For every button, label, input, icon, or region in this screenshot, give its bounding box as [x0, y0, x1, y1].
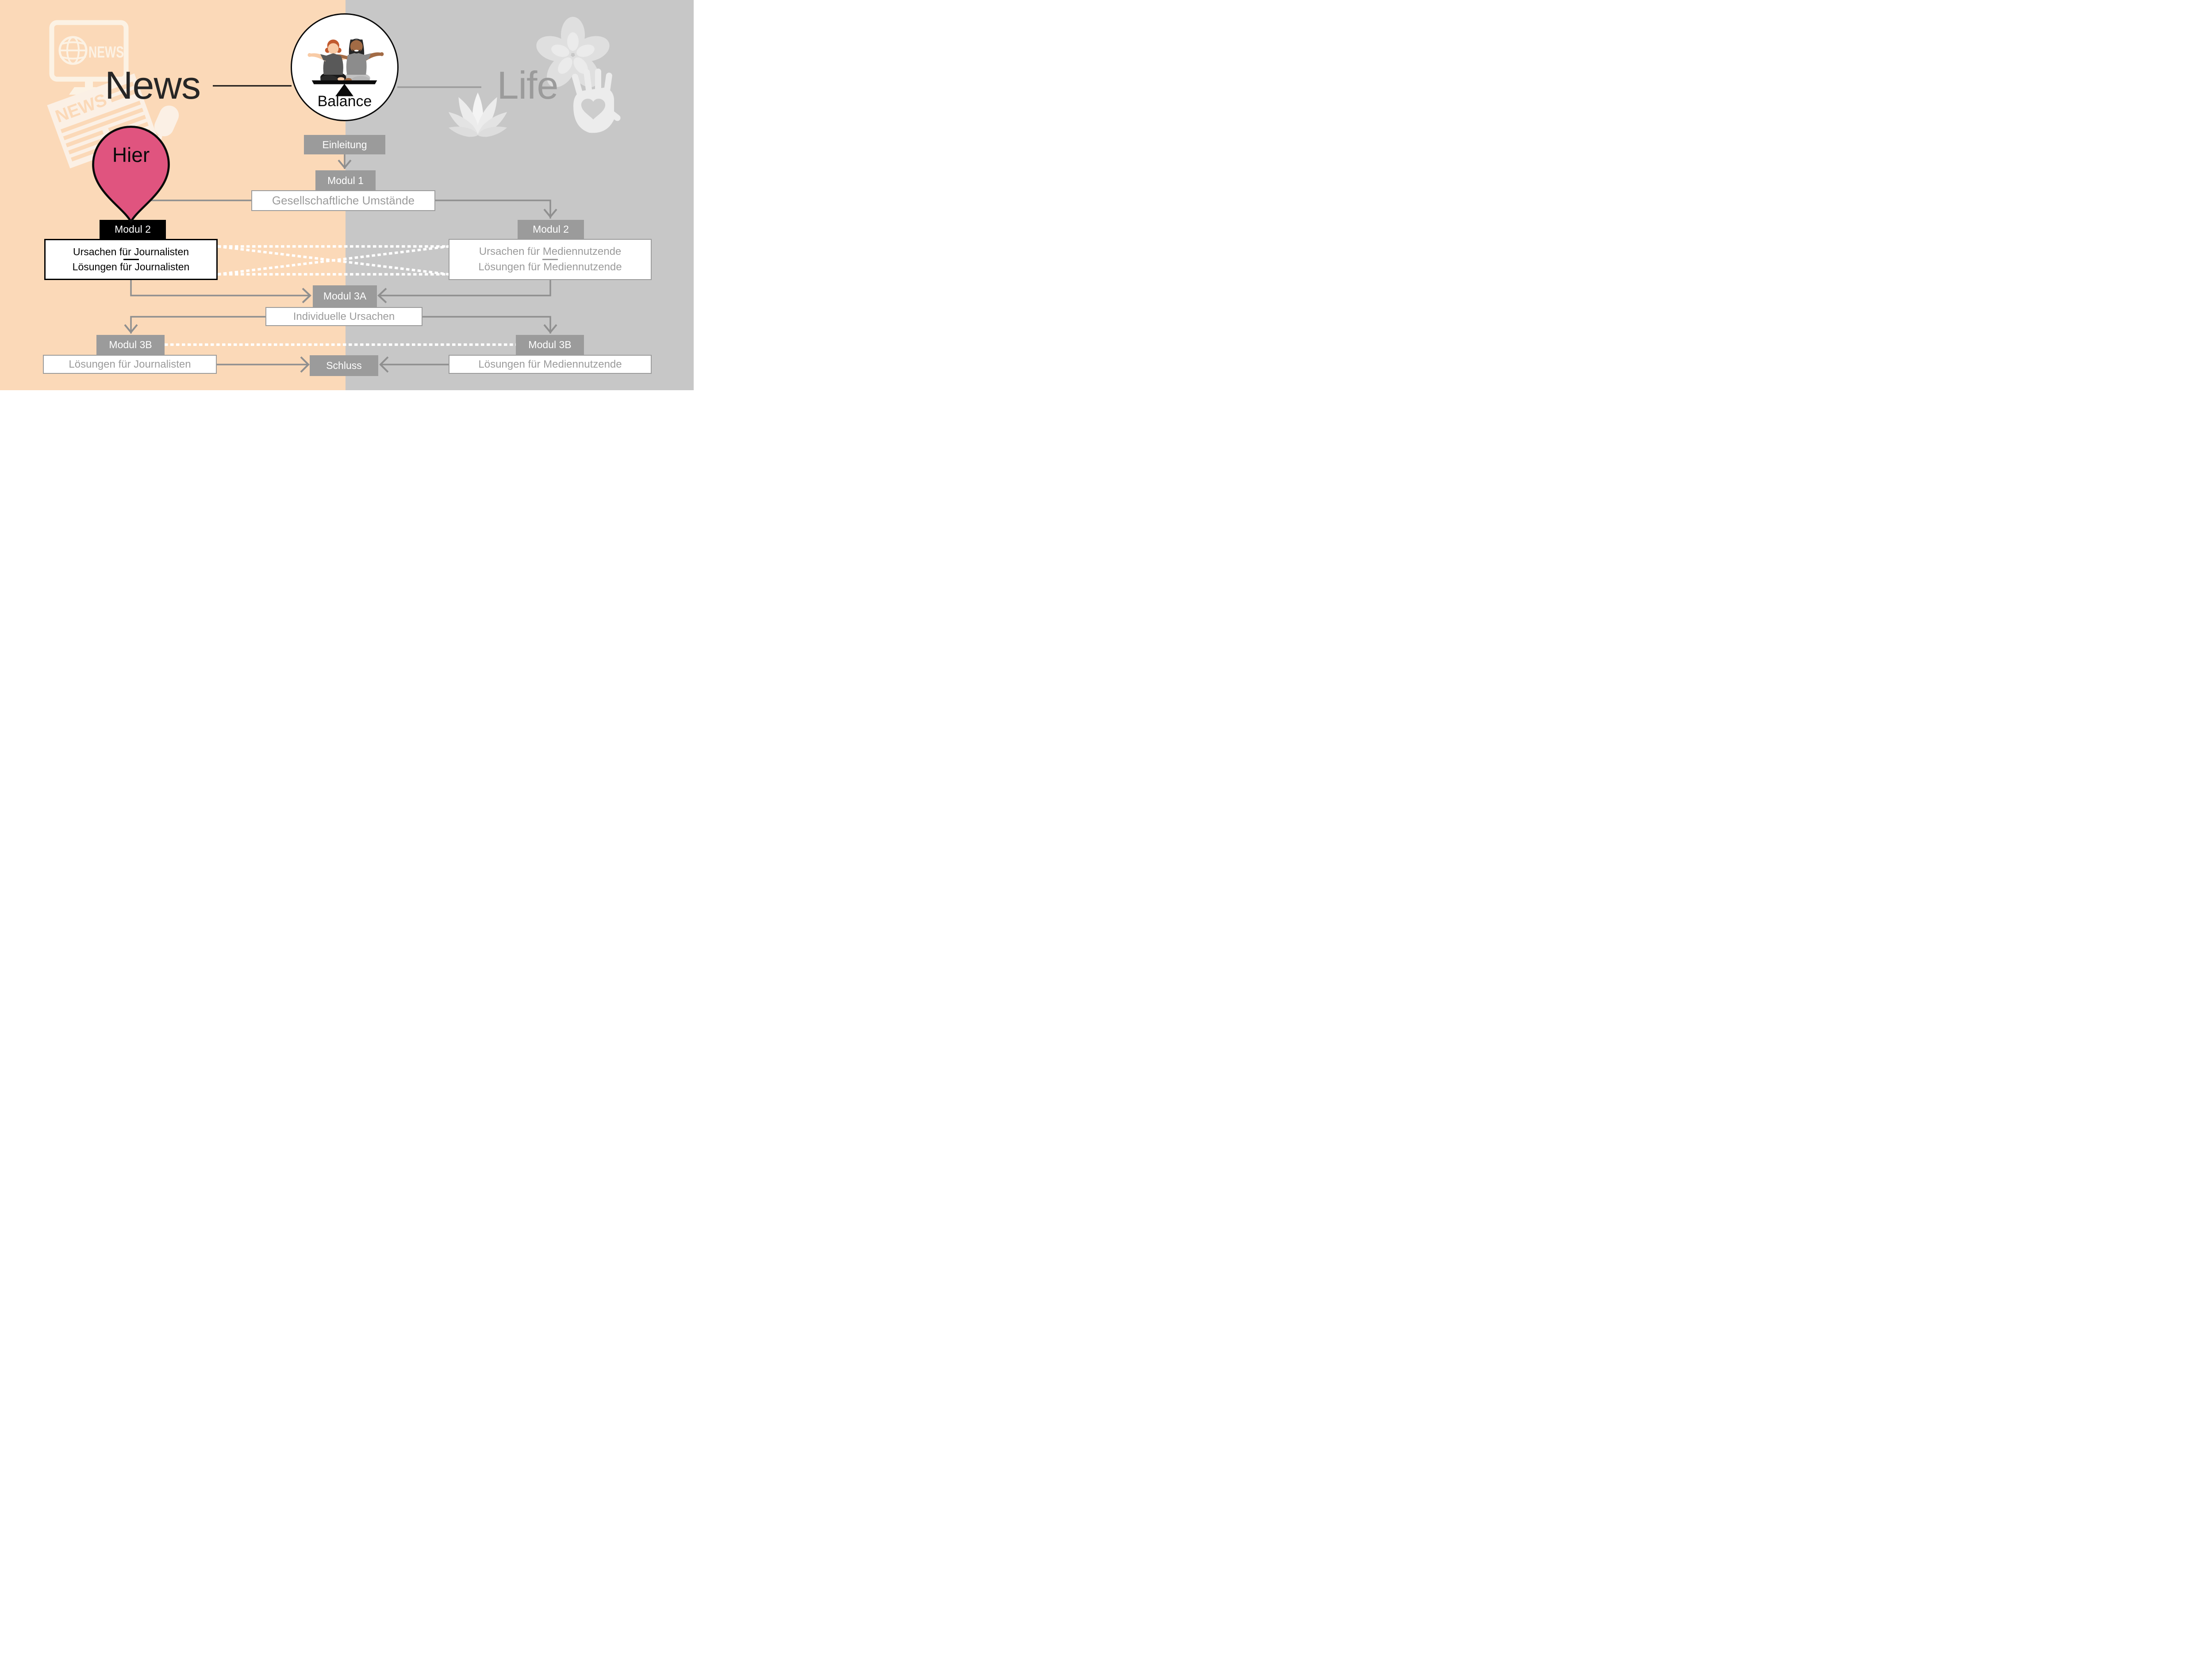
modul1-box: Modul 1 — [315, 170, 376, 191]
modul3b-life-subtitle-box: Lösungen für Mediennutzende — [449, 355, 652, 374]
life-title: Life — [497, 63, 559, 107]
einleitung-box: Einleitung — [304, 135, 385, 154]
modul3b-news-box: Modul 3B — [96, 335, 165, 355]
balance-people-icon — [307, 38, 384, 96]
modul3a-box: Modul 3A — [313, 285, 377, 307]
modul2-life-subtitle-box: Ursachen für Mediennutzende Lösungen für… — [449, 239, 652, 280]
modul3b-news-subtitle-box: Lösungen für Journalisten — [43, 355, 217, 374]
separator-dash — [123, 259, 139, 260]
modul1-subtitle-box: Gesellschaftliche Umstände — [251, 190, 435, 211]
modul2-life-line1: Ursachen für Mediennutzende — [479, 246, 622, 257]
modul3a-subtitle-box: Individuelle Ursachen — [265, 307, 422, 326]
modul3b-life-box: Modul 3B — [516, 335, 584, 355]
news-title: News — [104, 63, 201, 107]
schluss-box: Schluss — [310, 355, 378, 376]
current-position-label: Hier — [112, 143, 150, 166]
modul2-life-line2: Lösungen für Mediennutzende — [478, 261, 622, 273]
location-pin-icon: Hier — [89, 123, 173, 223]
course-map-poster: NEWS NEWS — [0, 0, 694, 390]
separator-dash — [542, 259, 558, 260]
modul2-life-box: Modul 2 — [518, 220, 584, 239]
balance-badge: Balance — [291, 13, 399, 121]
modul2-news-line2: Lösungen für Journalisten — [72, 261, 190, 273]
modul2-news-box: Modul 2 — [100, 220, 166, 239]
balance-label: Balance — [317, 93, 372, 110]
modul2-news-subtitle-box: Ursachen für Journalisten Lösungen für J… — [44, 239, 218, 280]
modul2-news-line1: Ursachen für Journalisten — [73, 246, 189, 257]
